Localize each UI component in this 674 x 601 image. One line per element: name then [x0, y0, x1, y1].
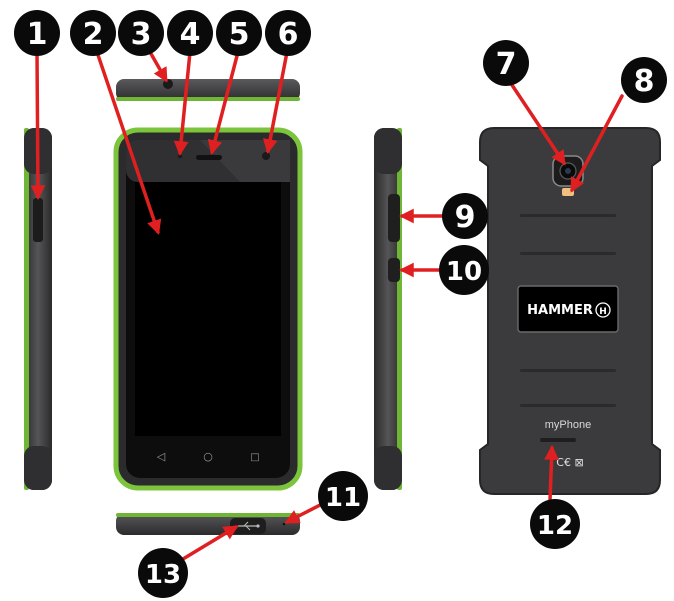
red-arrow-icon	[173, 50, 192, 156]
hammer-logo-text: HAMMER	[527, 303, 593, 318]
volume-buttons	[388, 194, 400, 242]
phone-left-side	[24, 128, 52, 490]
svg-text:3: 3	[131, 17, 152, 52]
callout-12: 12	[530, 499, 580, 549]
red-arrow-icon	[284, 502, 324, 524]
nav-recents-button: □	[250, 452, 259, 463]
callout-1: 1	[14, 10, 60, 56]
svg-text:2: 2	[83, 17, 104, 52]
callout-6: 6	[265, 10, 311, 56]
front-camera	[262, 152, 270, 160]
nav-back-button: ◁	[157, 450, 166, 463]
callout-3: 3	[118, 10, 164, 56]
svg-text:8: 8	[634, 64, 655, 99]
callout-2: 2	[70, 10, 116, 56]
phone-right-side	[374, 128, 402, 490]
svg-text:6: 6	[278, 17, 299, 52]
compliance-marks: C€ ⊠	[556, 456, 583, 469]
callout-8: 8	[621, 57, 667, 103]
microphone	[282, 522, 286, 526]
svg-text:5: 5	[229, 17, 250, 52]
red-arrow-icon	[176, 525, 239, 564]
svg-text:12: 12	[537, 511, 573, 541]
hammer-logo-mark-letter: H	[599, 307, 607, 317]
power-button	[388, 258, 400, 282]
red-arrow-icon	[148, 50, 168, 83]
svg-text:7: 7	[496, 47, 517, 82]
red-arrow-icon	[544, 445, 559, 502]
red-arrow-icon	[510, 83, 566, 166]
callout-badges: 1 2 3 4 5 6 7 8	[14, 10, 667, 598]
svg-text:13: 13	[145, 560, 181, 590]
red-arrow-icon	[95, 50, 162, 235]
svg-text:4: 4	[180, 17, 201, 52]
red-arrow-icon	[262, 50, 289, 154]
phone-top-edge	[116, 79, 300, 101]
callout-5: 5	[216, 10, 262, 56]
nav-home-button: ○	[203, 450, 213, 463]
loudspeaker-grille	[540, 438, 576, 442]
callout-11: 11	[318, 471, 368, 521]
hammer-logo-plate	[517, 285, 619, 333]
svg-text:11: 11	[325, 483, 361, 513]
touch-screen	[135, 182, 281, 436]
brand-text: myPhone	[545, 419, 591, 431]
card-slot-cover	[33, 198, 43, 242]
phone-front: ◁ ○ □	[113, 127, 303, 491]
callout-7: 7	[483, 40, 529, 86]
svg-text:9: 9	[455, 200, 476, 235]
svg-text:10: 10	[446, 257, 482, 287]
callout-10: 10	[439, 245, 489, 295]
callout-9: 9	[442, 193, 488, 239]
phone-bottom-edge	[116, 513, 300, 535]
callout-4: 4	[167, 10, 213, 56]
earpiece-speaker	[196, 155, 222, 160]
usb-port-icon	[238, 521, 260, 531]
svg-text:1: 1	[27, 17, 48, 52]
hammer-logo-mark	[595, 302, 611, 318]
red-arrow-icon	[30, 50, 46, 200]
phone-back: HAMMER H myPhone C€ ⊠	[479, 127, 661, 495]
red-arrow-icon	[570, 94, 624, 193]
red-arrow-icon	[207, 50, 240, 155]
callout-13: 13	[138, 548, 188, 598]
callout-arrows	[30, 50, 624, 564]
